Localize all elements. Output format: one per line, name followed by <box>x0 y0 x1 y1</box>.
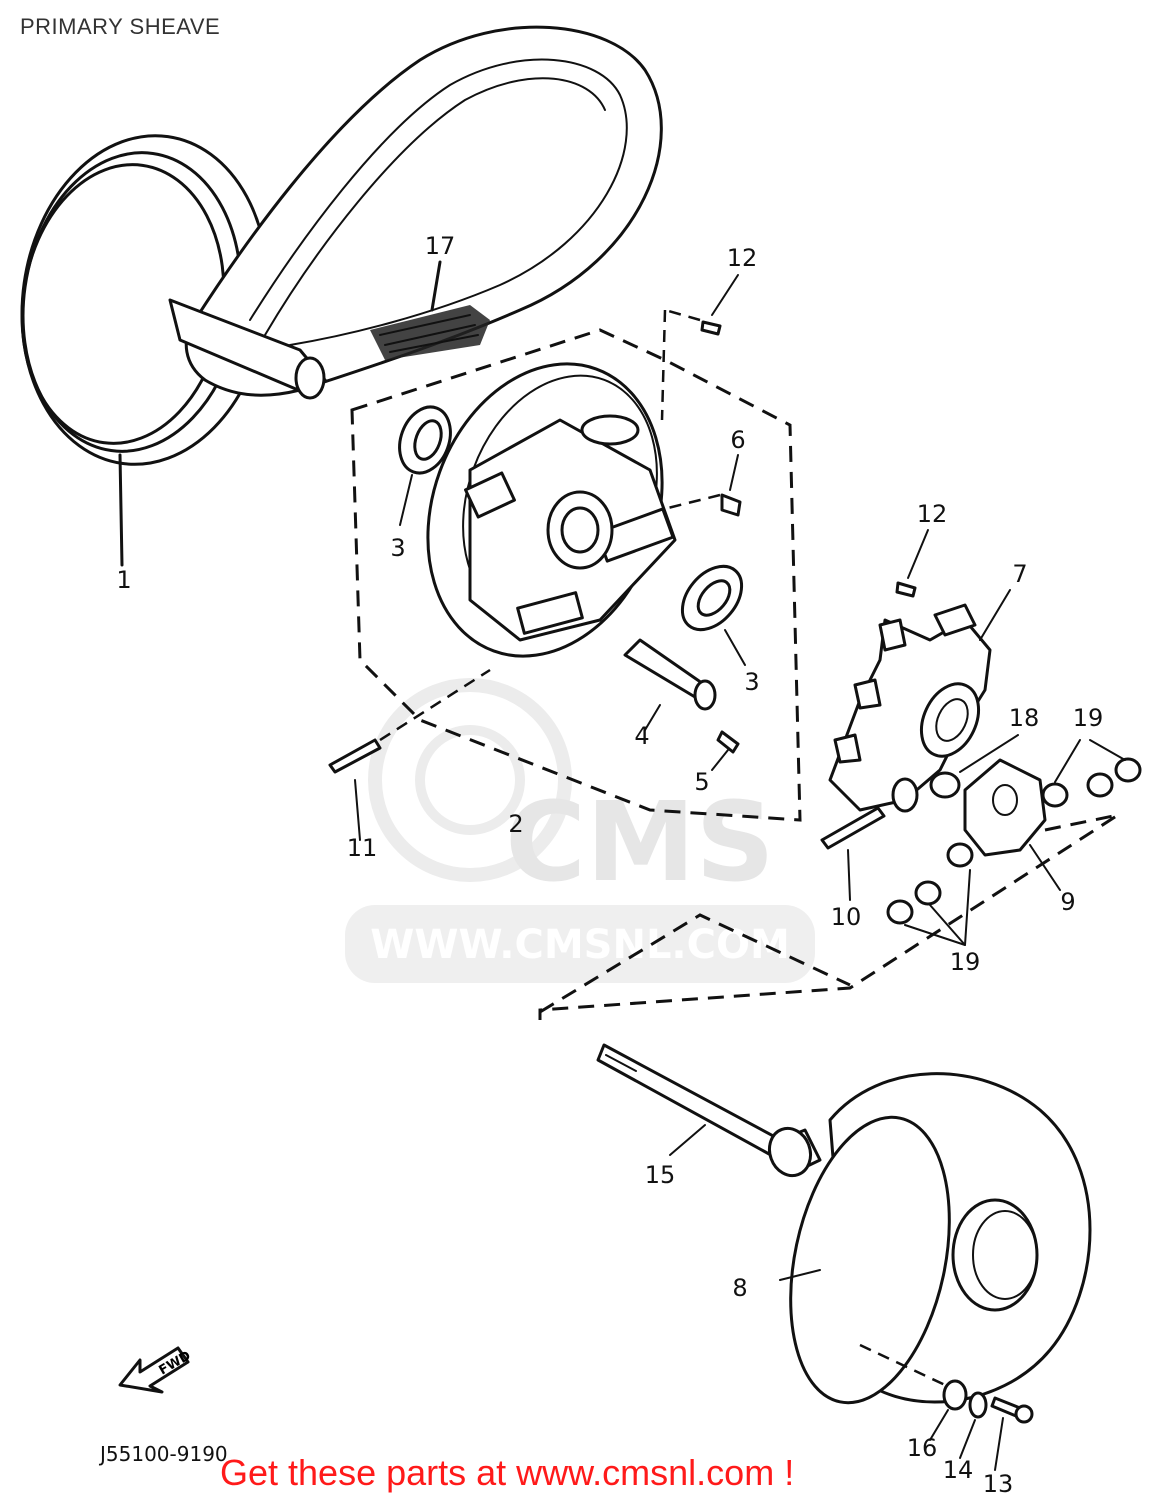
drawing-code: J55100-9190 <box>100 1442 228 1466</box>
callout-19: 19 <box>950 948 981 976</box>
callout-3: 3 <box>744 668 759 696</box>
callout-3: 3 <box>390 534 405 562</box>
callout-18: 18 <box>1009 704 1040 732</box>
callout-8: 8 <box>732 1274 747 1302</box>
page-title: PRIMARY SHEAVE <box>20 14 221 39</box>
callout-4: 4 <box>634 722 649 750</box>
callout-9: 9 <box>1060 888 1075 916</box>
watermark-url: WWW.CMSNL.COM <box>370 922 790 968</box>
callout-12: 12 <box>917 500 948 528</box>
callout-16: 16 <box>907 1434 938 1462</box>
callout-14: 14 <box>943 1456 974 1484</box>
callout-7: 7 <box>1012 560 1027 588</box>
callout-1: 1 <box>116 566 131 594</box>
callout-10: 10 <box>831 903 862 931</box>
callout-15: 15 <box>645 1161 676 1189</box>
callout-5: 5 <box>694 768 709 796</box>
callout-11: 11 <box>347 834 378 862</box>
callout-2: 2 <box>508 810 523 838</box>
oil-seals <box>398 405 746 666</box>
cover-8 <box>779 1072 1092 1405</box>
callout-6: 6 <box>730 426 745 454</box>
fwd-arrow-icon: FWD <box>118 1346 194 1394</box>
assembly-outline-2 <box>350 328 802 822</box>
watermark: CMS WWW.CMSNL.COM <box>345 678 815 983</box>
drive-belt-and-sheave <box>20 25 663 567</box>
bolt-15 <box>596 1043 822 1178</box>
cover-fasteners <box>929 1379 1034 1471</box>
promo-link[interactable]: Get these parts at www.cmsnl.com ! <box>220 1452 795 1493</box>
callout-12: 12 <box>727 244 758 272</box>
callout-19: 19 <box>1073 704 1104 732</box>
small-parts-upper <box>623 274 929 771</box>
dowel-pin-11 <box>328 668 491 841</box>
watermark-brand: CMS <box>505 778 774 906</box>
slider-parts <box>538 734 1142 1020</box>
callout-labels: 1 2 3 3 4 5 6 7 8 9 10 11 12 12 13 14 15… <box>116 232 1103 1498</box>
spider-7 <box>828 589 1011 813</box>
sliding-sheave <box>426 362 677 658</box>
callout-13: 13 <box>983 1470 1014 1498</box>
callout-17: 17 <box>425 232 456 260</box>
